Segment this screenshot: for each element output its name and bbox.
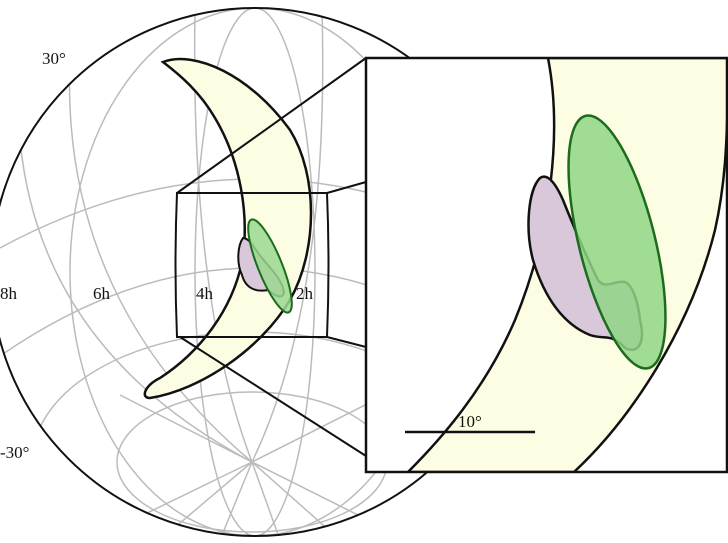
green-region [247,218,293,314]
ra-2h-label: 2h [296,284,314,303]
ra-4h-label: 4h [196,284,214,303]
ra-8h-label: 8h [0,284,18,303]
inset-content [405,58,728,472]
ra-6h-label: 6h [93,284,111,303]
dec-minus30-label: -30° [0,443,29,462]
localization-band [143,57,313,400]
dec-30-label: 30° [42,49,66,68]
zoom-box [174,57,367,457]
scale-bar-label: 10° [458,412,482,431]
inset-green-region [567,114,667,370]
inset-border [364,56,728,474]
